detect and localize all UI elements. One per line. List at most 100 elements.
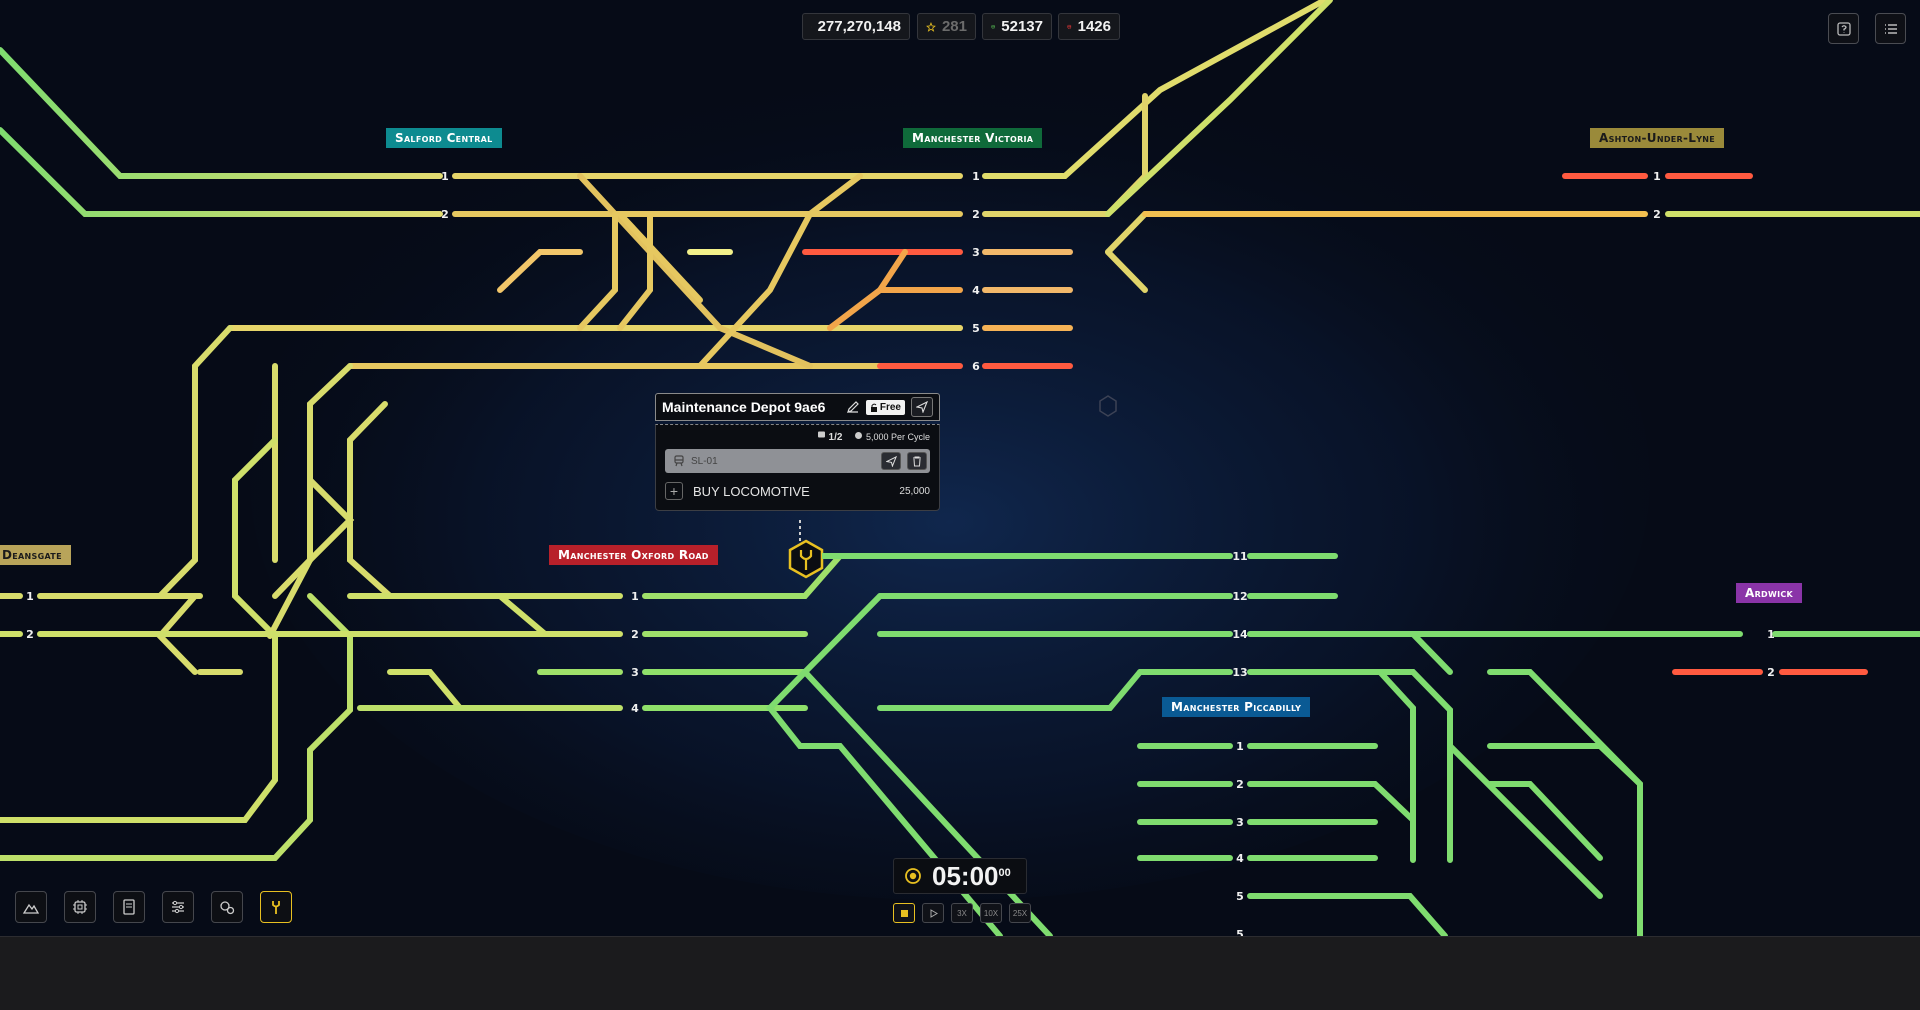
- dispatch-button[interactable]: [911, 397, 933, 417]
- sliders-icon: [169, 898, 187, 916]
- book-tool-button[interactable]: [113, 891, 145, 923]
- send-icon: [886, 456, 897, 467]
- hiker-icon: [22, 898, 40, 916]
- free-badge-label: Free: [880, 402, 901, 413]
- stars-counter: 281: [917, 13, 976, 40]
- play-icon: [929, 909, 938, 918]
- clock-time: 05:0000: [932, 861, 1011, 892]
- platform-number: 6: [972, 360, 980, 373]
- active-trains-value: 52137: [1001, 18, 1043, 35]
- platform-number: 1: [26, 590, 34, 603]
- pause-icon: [900, 909, 909, 918]
- locomotive-row[interactable]: SL-01: [665, 449, 930, 473]
- money-counter: 277,270,148: [802, 13, 910, 40]
- game-clock: 05:0000: [893, 858, 1027, 894]
- train-green-icon: [991, 18, 995, 36]
- platform-number: 2: [1236, 778, 1244, 791]
- platform-number: 2: [26, 628, 34, 641]
- depot-popup-body: 1/2 5,000 Per Cycle SL-01 + BUY LOCOMOTI…: [655, 424, 940, 511]
- train-red-icon: [1067, 18, 1072, 36]
- station-label-manchester-victoria[interactable]: Manchester Victoria: [903, 128, 1042, 148]
- speed-25x-button[interactable]: 25X: [1009, 903, 1031, 923]
- depot-popup-header: Maintenance Depot 9ae6 Free: [655, 393, 940, 421]
- money-value: 277,270,148: [818, 18, 901, 35]
- maintenance-depot-marker[interactable]: [790, 541, 822, 577]
- speed-10x-button[interactable]: 10X: [980, 903, 1002, 923]
- platform-number: 2: [1767, 666, 1775, 679]
- platform-number: 4: [1236, 852, 1244, 865]
- clock-seconds: 00: [999, 867, 1011, 879]
- platform-number: 1: [972, 170, 980, 183]
- coins-icon: [854, 431, 863, 440]
- wallet-icon: [811, 18, 812, 36]
- depot-capacity: 1/2: [817, 431, 842, 443]
- pause-button[interactable]: [893, 903, 915, 923]
- depot-cost: 5,000 Per Cycle: [854, 431, 930, 443]
- help-icon: [1836, 21, 1852, 37]
- trash-icon: [912, 456, 922, 467]
- platform-number: 1: [441, 170, 449, 183]
- clock-record-icon: [904, 867, 922, 885]
- platform-number: 11: [1232, 550, 1247, 563]
- platform-number: 2: [1653, 208, 1661, 221]
- platform-number: 3: [972, 246, 980, 259]
- edit-icon[interactable]: [846, 400, 860, 414]
- platform-number: 12: [1232, 590, 1247, 603]
- gears-icon: [218, 898, 236, 916]
- chip-tool-button[interactable]: [64, 891, 96, 923]
- chip-icon: [71, 898, 89, 916]
- buy-locomotive-row[interactable]: + BUY LOCOMOTIVE 25,000: [665, 480, 930, 502]
- delete-locomotive-button[interactable]: [907, 452, 927, 470]
- platform-number: 5: [1236, 928, 1244, 936]
- station-label-manchester-piccadilly[interactable]: Manchester Piccadilly: [1162, 697, 1310, 717]
- buy-locomotive-price: 25,000: [899, 486, 930, 497]
- free-badge[interactable]: Free: [866, 400, 905, 415]
- locomotive-name: SL-01: [691, 456, 875, 467]
- menu-button[interactable]: [1875, 13, 1906, 44]
- locomotive-icon: [673, 455, 685, 467]
- menu-list-icon: [1883, 21, 1899, 37]
- send-icon: [916, 401, 928, 413]
- lock-open-icon: [870, 403, 878, 412]
- platform-number: 13: [1232, 666, 1247, 679]
- platform-number: 4: [631, 702, 639, 715]
- platform-number: 3: [631, 666, 639, 679]
- station-label-deansgate[interactable]: Deansgate: [0, 545, 71, 565]
- station-label-ardwick[interactable]: Ardwick: [1736, 583, 1802, 603]
- star-icon: [926, 18, 936, 36]
- train-small-icon: [817, 431, 826, 440]
- platform-number: 1: [1236, 740, 1244, 753]
- speed-3x-button[interactable]: 3X: [951, 903, 973, 923]
- stars-value: 281: [942, 18, 967, 35]
- buy-locomotive-label: BUY LOCOMOTIVE: [693, 484, 889, 499]
- terrain-tool-button[interactable]: [15, 891, 47, 923]
- speed-controls: 3X 10X 25X: [893, 903, 1031, 923]
- wrench-icon: [267, 898, 285, 916]
- platform-number: 4: [972, 284, 980, 297]
- depot-tool-button[interactable]: [260, 891, 292, 923]
- platform-number: 2: [441, 208, 449, 221]
- play-button[interactable]: [922, 903, 944, 923]
- plus-icon: +: [665, 482, 683, 500]
- platform-number: 1: [1653, 170, 1661, 183]
- book-icon: [120, 898, 138, 916]
- settings-sliders-button[interactable]: [162, 891, 194, 923]
- bottom-bar: [0, 936, 1920, 1010]
- platform-number: 1: [1767, 628, 1775, 641]
- station-label-salford-central[interactable]: Salford Central: [386, 128, 502, 148]
- send-locomotive-button[interactable]: [881, 452, 901, 470]
- platform-number: 14: [1232, 628, 1248, 641]
- gears-tool-button[interactable]: [211, 891, 243, 923]
- platform-number: 2: [972, 208, 980, 221]
- help-button[interactable]: [1828, 13, 1859, 44]
- active-trains-counter: 52137: [982, 13, 1052, 40]
- platform-number: 1: [631, 590, 639, 603]
- tool-bar: [15, 891, 292, 923]
- depot-popup: Maintenance Depot 9ae6 Free 1/2 5,000 Pe…: [655, 393, 940, 511]
- stopped-trains-value: 1426: [1078, 18, 1111, 35]
- station-label-manchester-oxford-road[interactable]: Manchester Oxford Road: [549, 545, 718, 565]
- platform-number: 3: [1236, 816, 1244, 829]
- platform-number: 5: [972, 322, 980, 335]
- depot-title: Maintenance Depot 9ae6: [662, 399, 840, 415]
- station-label-ashton-under-lyne[interactable]: Ashton-Under-Lyne: [1590, 128, 1724, 148]
